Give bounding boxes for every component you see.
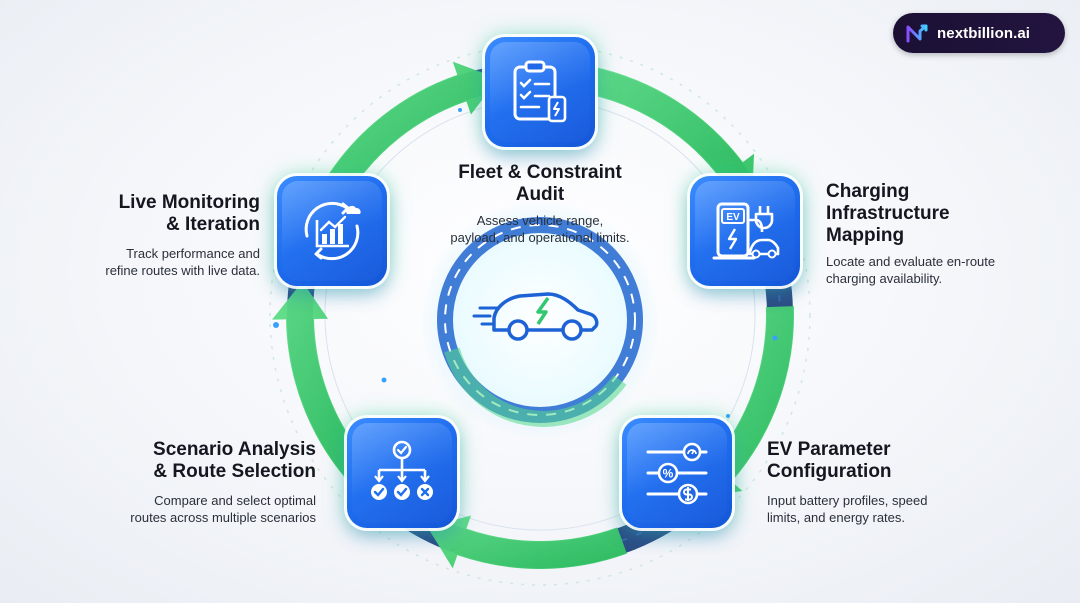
step-description-line: Assess vehicle range, bbox=[476, 213, 604, 228]
step-title-line: & Iteration bbox=[166, 214, 260, 235]
nb-logo-icon bbox=[906, 24, 928, 43]
live-monitoring-icon bbox=[304, 201, 361, 261]
step-title: Scenario Analysis & Route Selection bbox=[80, 439, 316, 483]
outer-dotted-ring bbox=[269, 44, 811, 586]
step-title-line: Infrastructure bbox=[826, 203, 950, 224]
step-charging-mapping-node[interactable]: EV bbox=[690, 176, 800, 286]
step-description-line: Locate and evaluate en-route bbox=[826, 254, 996, 269]
step-title: Charging Infrastructure Mapping bbox=[826, 181, 1066, 247]
step-fleet-audit-text: Fleet & Constraint Audit Assess vehicle … bbox=[420, 162, 660, 246]
step-description-line: Compare and select optimal bbox=[154, 493, 316, 508]
step-title-line: Audit bbox=[515, 184, 565, 205]
step-title-line: Configuration bbox=[767, 461, 892, 482]
step-title-line: EV Parameter bbox=[767, 439, 891, 460]
decision-tree-icon bbox=[371, 440, 433, 500]
step-description-line: charging availability. bbox=[826, 271, 943, 286]
step-description-line: refine routes with live data. bbox=[105, 263, 260, 278]
clipboard-checklist-icon bbox=[513, 60, 567, 123]
step-description: Assess vehicle range, payload, and opera… bbox=[420, 212, 660, 246]
step-description-line: payload, and operational limits. bbox=[450, 230, 630, 245]
percent-label: % bbox=[663, 467, 674, 481]
flow-arrow bbox=[324, 61, 499, 196]
step-description-line: Track performance and bbox=[126, 246, 260, 261]
step-charging-mapping-text: Charging Infrastructure Mapping Locate a… bbox=[826, 181, 1066, 287]
ev-label: EV bbox=[726, 212, 740, 223]
step-title: Live Monitoring & Iteration bbox=[30, 192, 260, 236]
flow-arrow bbox=[694, 306, 794, 499]
step-title-line: Scenario Analysis bbox=[153, 439, 316, 460]
step-description: Compare and select optimal routes across… bbox=[80, 492, 316, 526]
brand-logo-text: nextbillion.ai bbox=[937, 24, 1031, 42]
brand-logo[interactable]: nextbillion.ai bbox=[893, 13, 1065, 53]
electric-car-icon bbox=[472, 292, 599, 341]
step-ev-parameter-text: EV Parameter Configuration Input battery… bbox=[767, 439, 1027, 526]
step-title: EV Parameter Configuration bbox=[767, 439, 1027, 483]
step-title-line: Charging bbox=[826, 181, 910, 202]
step-title: Fleet & Constraint Audit bbox=[420, 162, 660, 206]
step-live-monitoring-node[interactable] bbox=[277, 176, 387, 286]
step-fleet-audit-node[interactable] bbox=[485, 37, 595, 147]
step-scenario-analysis-text: Scenario Analysis & Route Selection Comp… bbox=[80, 439, 316, 526]
flow-arrow bbox=[427, 515, 627, 570]
step-title-line: Mapping bbox=[826, 225, 905, 246]
step-description: Locate and evaluate en-route charging av… bbox=[826, 253, 1066, 287]
step-title-line: Fleet & Constraint bbox=[458, 162, 622, 183]
step-title-line: & Route Selection bbox=[153, 461, 316, 482]
step-live-monitoring-text: Live Monitoring & Iteration Track perfor… bbox=[30, 192, 260, 279]
step-description-line: Input battery profiles, speed bbox=[767, 493, 928, 508]
step-title-line: Live Monitoring bbox=[118, 192, 260, 213]
flow-arrow bbox=[272, 281, 367, 479]
step-description: Input battery profiles, speed limits, an… bbox=[767, 492, 1027, 526]
step-scenario-analysis-node[interactable] bbox=[347, 418, 457, 528]
step-description-line: routes across multiple scenarios bbox=[130, 510, 316, 525]
step-description: Track performance and refine routes with… bbox=[30, 245, 260, 279]
flow-arrow bbox=[586, 66, 755, 203]
flow-arrows bbox=[272, 61, 794, 570]
step-ev-parameter-node[interactable]: % bbox=[622, 418, 732, 528]
step-description-line: limits, and energy rates. bbox=[767, 510, 906, 525]
ev-charging-station-icon: EV bbox=[712, 202, 780, 260]
parameter-sliders-icon: % bbox=[646, 442, 708, 505]
